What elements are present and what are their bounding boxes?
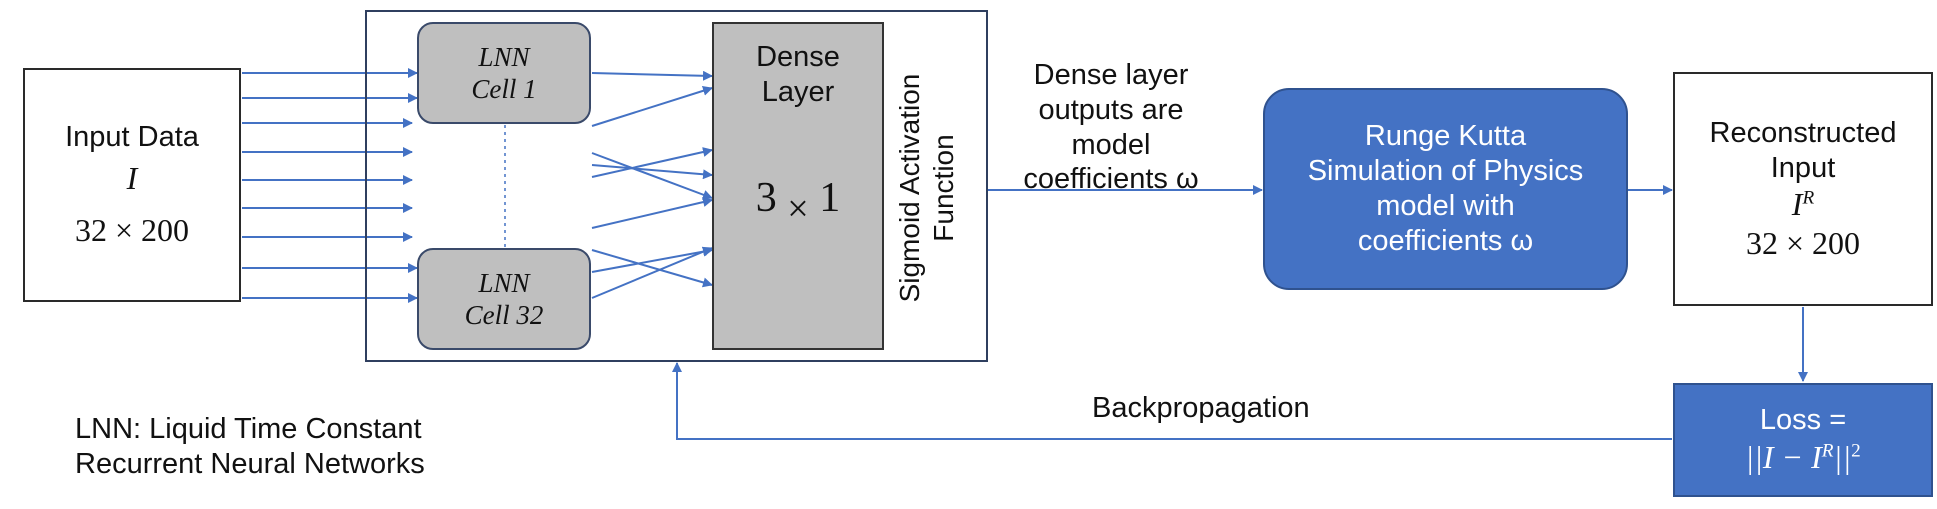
dense-shape-times: × [787,187,809,230]
rk-line2: Simulation of Physics [1307,155,1584,188]
lnn-cell-32-line2: Cell 32 [464,300,544,330]
input-data-dims: 32 × 200 [74,212,190,249]
reconstructed-symbol-sup: R [1802,187,1815,209]
dense-output-note: Dense layer outputs are model coefficien… [990,58,1232,197]
rk-line1: Runge Kutta [1364,120,1527,153]
legend-note: LNN: Liquid Time Constant Recurrent Neur… [75,412,425,482]
dense-shape-rows: 3 [755,174,777,221]
cell-to-dense-arrow [591,85,713,127]
cell-to-dense-arrow [591,147,713,178]
cell-to-dense-arrow [591,70,713,81]
loss-formula-left: ||I − I [1745,439,1822,476]
lnn-cell-1: LNN Cell 1 [417,22,591,124]
dense-layer-shape: 3 × 1 [756,174,840,232]
rk-line4: coefficients ω [1357,224,1534,257]
backpropagation-arrow [672,362,1672,440]
lnn-cell-32-line1: LNN [478,267,530,298]
runge-kutta-box: Runge Kutta Simulation of Physics model … [1263,88,1628,290]
cell-to-dense-arrow [591,246,713,273]
loss-formula: ||I − IR||2 [1745,438,1860,476]
dense-output-note-line2: outputs are [1038,93,1184,126]
loss-box: Loss = ||I − IR||2 [1673,383,1933,497]
dense-output-note-line1: Dense layer [1033,59,1189,91]
input-data-title: Input Data [65,121,199,154]
input-data-symbol: I [126,160,138,196]
reconstructed-line2: Input [1770,151,1836,184]
activation-function-label: Sigmoid Activation Function [893,38,961,338]
input-data-box: Input Data I 32 × 200 [23,68,241,302]
loss-formula-sup: R [1821,440,1834,462]
legend-line2: Recurrent Neural Networks [75,447,425,480]
backpropagation-label: Backpropagation [1092,392,1310,424]
lnn-cell-1-line2: Cell 1 [471,74,537,104]
dense-layer-line2: Layer [761,75,835,108]
cell-to-dense-arrow [591,152,713,200]
dense-shape-cols: 1 [819,174,841,221]
loss-formula-power: 2 [1851,440,1861,462]
reconstructed-symbol: IR [1792,185,1814,223]
loss-formula-right: || [1833,439,1852,476]
cell-to-dense-arrow [591,197,713,229]
lnn-cell-32: LNN Cell 32 [417,248,591,350]
activation-function-text: Sigmoid Activation Function [894,73,959,303]
cell-to-dense-arrow [591,249,713,288]
reconstructed-input-box: Reconstructed Input IR 32 × 200 [1673,72,1933,306]
network-container [365,10,988,362]
dense-layer-box: Dense Layer 3 × 1 [712,22,884,350]
cell-to-dense-arrow [591,164,713,180]
reconstructed-dims: 32 × 200 [1745,224,1861,261]
lnn-cell-1-line1: LNN [478,41,530,72]
legend-line1: LNN: Liquid Time Constant [75,413,422,445]
reconstructed-line1: Reconstructed [1709,116,1897,149]
loss-label: Loss = [1759,404,1847,437]
dense-output-note-line4: coefficients ω [1023,163,1199,196]
dense-layer-line1: Dense [756,41,840,73]
cell-to-dense-arrow [591,246,713,299]
rk-line3: model with [1376,190,1515,222]
reconstructed-symbol-base: I [1791,186,1803,223]
dense-output-note-line3: model [1071,128,1151,161]
